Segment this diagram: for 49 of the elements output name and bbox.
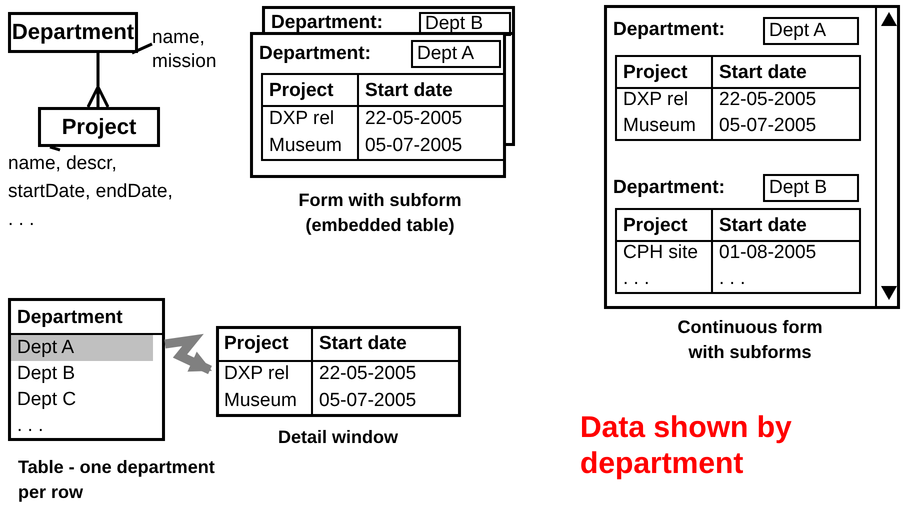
form-window <box>250 32 506 178</box>
heading-note: Data shown by department <box>580 410 792 482</box>
window-label: Detail window <box>276 426 399 449</box>
lightning-arrow <box>164 334 212 374</box>
selected-row: Dept A <box>11 335 153 361</box>
entity-name: Department <box>11 20 135 44</box>
entity-box <box>38 107 160 147</box>
leader-line <box>50 146 60 152</box>
field-label: Department: <box>613 176 725 200</box>
column-header: Start date <box>357 73 506 107</box>
table-cell: Museum <box>261 132 359 161</box>
field-label: Department: <box>613 18 725 42</box>
table-cell: Museum <box>615 113 713 141</box>
column-header: Start date <box>711 208 861 242</box>
column-header: Start date <box>711 55 861 89</box>
table-cell: . . . <box>711 266 861 294</box>
text-field: Dept B <box>763 174 859 202</box>
form-window <box>604 5 900 309</box>
table-cell: 22-05-2005 <box>311 360 461 389</box>
window-label: Continuous form with subforms <box>676 316 824 364</box>
column-header: Project <box>261 73 359 107</box>
column-header: Project <box>615 208 713 242</box>
table-cell: DXP rel <box>216 360 313 389</box>
column-header: Project <box>615 55 713 89</box>
entity-box <box>8 12 138 53</box>
attribute-list: name, mission <box>152 26 242 74</box>
list-item: . . . <box>16 414 44 438</box>
list-window <box>8 298 165 441</box>
window-label: Form with subform (embedded table) <box>298 189 462 237</box>
field-label: Department: <box>259 42 371 66</box>
window-label: Table - one department per row <box>18 456 216 504</box>
table-cell: DXP rel <box>261 105 359 134</box>
list-item: Dept B <box>16 362 76 386</box>
text-field: Dept A <box>763 17 859 45</box>
attribute-list: name, descr, startDate, endDate, . . . <box>8 150 174 234</box>
table-cell: 05-07-2005 <box>711 113 861 141</box>
list-item: Dept C <box>16 388 78 412</box>
table-cell: 22-05-2005 <box>711 87 861 115</box>
relationship-line <box>86 53 110 108</box>
table-cell: CPH site <box>615 240 713 268</box>
table-cell: 01-08-2005 <box>711 240 861 268</box>
detail-window <box>216 326 461 417</box>
leader-line <box>131 42 153 54</box>
text-field: Dept A <box>411 40 501 68</box>
table-cell: 22-05-2005 <box>357 105 506 134</box>
field-label: Department: <box>271 11 383 35</box>
table-cell: DXP rel <box>615 87 713 115</box>
entity-name: Project <box>60 115 138 139</box>
table-cell: . . . <box>615 266 713 294</box>
